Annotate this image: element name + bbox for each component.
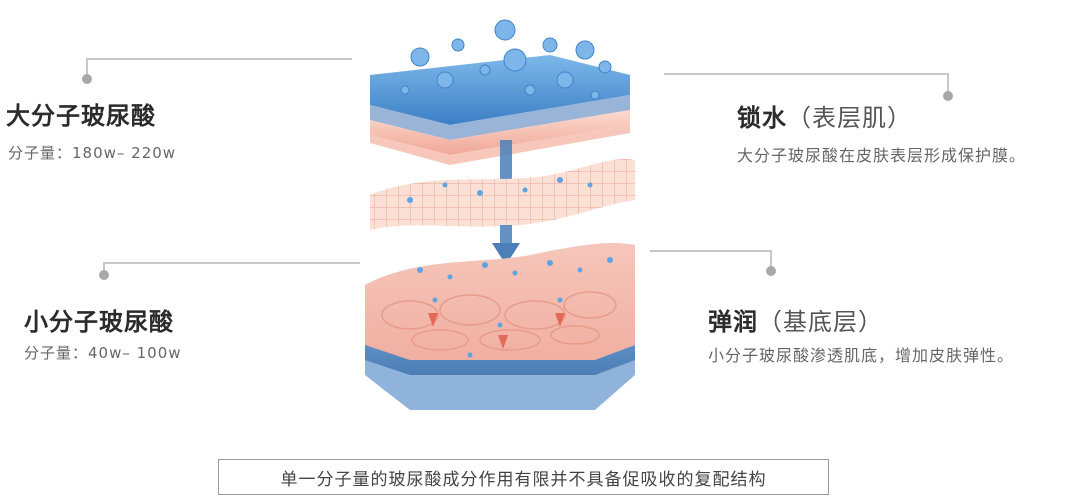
connector-dot-small-ha	[99, 270, 109, 280]
small-ha-title: 小分子玻尿酸	[24, 308, 174, 336]
elastic-title-text: 弹润	[708, 308, 758, 336]
caption-text: 单一分子量的玻尿酸成分作用有限并不具备促吸收的复配结构	[280, 469, 767, 490]
connector-line-small-ha	[103, 262, 360, 264]
connector-line-elastic	[650, 250, 771, 252]
small-ha-molecular-weight: 分子量：40w– 100w	[24, 344, 182, 362]
lock-water-layer: （表层肌）	[787, 104, 912, 132]
lock-water-title: 锁水（表层肌）	[737, 98, 912, 133]
large-ha-title: 大分子玻尿酸	[6, 102, 156, 130]
connector-line-large-ha	[86, 58, 352, 60]
elastic-title: 弹润（基底层）	[708, 302, 883, 337]
skin-layers-illustration	[365, 19, 635, 410]
connector-stem-large-ha	[86, 58, 88, 76]
lock-water-description: 大分子玻尿酸在皮肤表层形成保护膜。	[737, 146, 1027, 165]
connector-stem-lock-water	[947, 73, 949, 93]
connector-stem-small-ha	[103, 262, 105, 274]
connector-dot-lock-water	[943, 91, 953, 101]
middle-mesh-layer	[370, 158, 635, 230]
connector-stem-elastic	[770, 250, 772, 268]
bottom-skin-block	[365, 242, 635, 410]
lock-water-title-text: 锁水	[737, 104, 787, 132]
water-droplets	[400, 19, 612, 100]
large-ha-molecular-weight: 分子量：180w– 220w	[8, 144, 177, 162]
caption-box: 单一分子量的玻尿酸成分作用有限并不具备促吸收的复配结构	[218, 459, 829, 495]
down-arrow-middle	[492, 225, 520, 265]
elastic-layer: （基底层）	[758, 308, 883, 336]
elastic-description: 小分子玻尿酸渗透肌底，增加皮肤弹性。	[708, 346, 1015, 365]
connector-dot-large-ha	[82, 74, 92, 84]
connector-dot-elastic	[766, 266, 776, 276]
connector-line-lock-water	[664, 73, 948, 75]
